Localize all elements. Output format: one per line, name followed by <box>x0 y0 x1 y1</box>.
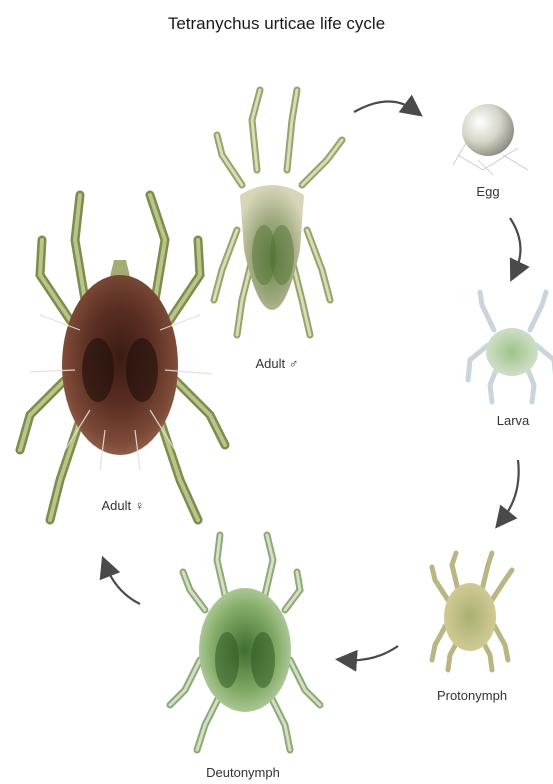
label-larva: Larva <box>488 413 538 428</box>
arrow-larva-to-protonymph <box>502 460 519 520</box>
label-deutonymph: Deutonymph <box>188 765 298 780</box>
egg <box>453 104 528 175</box>
protonymph-mite <box>432 553 512 670</box>
male-symbol: ♂ <box>289 356 299 371</box>
arrow-protonymph-to-deutonymph <box>346 646 398 660</box>
arrow-egg-to-larva <box>510 218 520 272</box>
label-egg: Egg <box>468 184 508 199</box>
label-adult-male: Adult ♂ <box>232 356 322 371</box>
arrow-deutonymph-to-female <box>106 566 140 604</box>
label-protonymph: Protonymph <box>422 688 522 703</box>
adult-male-mite <box>214 90 342 335</box>
deutonymph-mite <box>170 535 320 750</box>
arrow-male-to-egg <box>354 101 414 112</box>
adult-female-mite <box>20 195 225 520</box>
larva-mite <box>468 292 553 402</box>
label-adult-female: Adult ♀ <box>78 498 168 513</box>
female-symbol: ♀ <box>135 498 145 513</box>
